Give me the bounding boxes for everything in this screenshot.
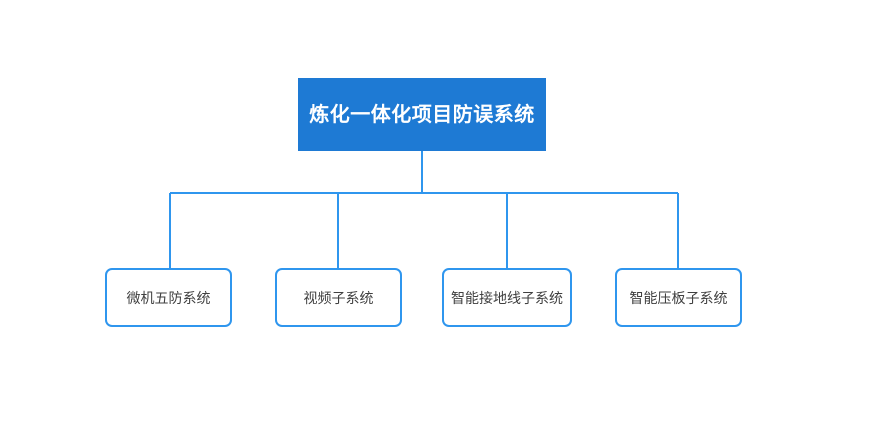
child-node-shipin[interactable]: 视频子系统 (275, 268, 402, 327)
root-node[interactable]: 炼化一体化项目防误系统 (298, 78, 546, 151)
child-node-label: 智能压板子系统 (629, 289, 728, 306)
child-node-label: 视频子系统 (303, 289, 374, 306)
child-node-zhineng-jiedixian[interactable]: 智能接地线子系统 (442, 268, 572, 327)
child-node-weiji-wufang[interactable]: 微机五防系统 (105, 268, 232, 327)
child-node-zhineng-yaban[interactable]: 智能压板子系统 (615, 268, 742, 327)
child-node-label: 微机五防系统 (126, 289, 211, 306)
child-node-label: 智能接地线子系统 (451, 289, 563, 306)
root-node-label: 炼化一体化项目防误系统 (309, 103, 535, 126)
